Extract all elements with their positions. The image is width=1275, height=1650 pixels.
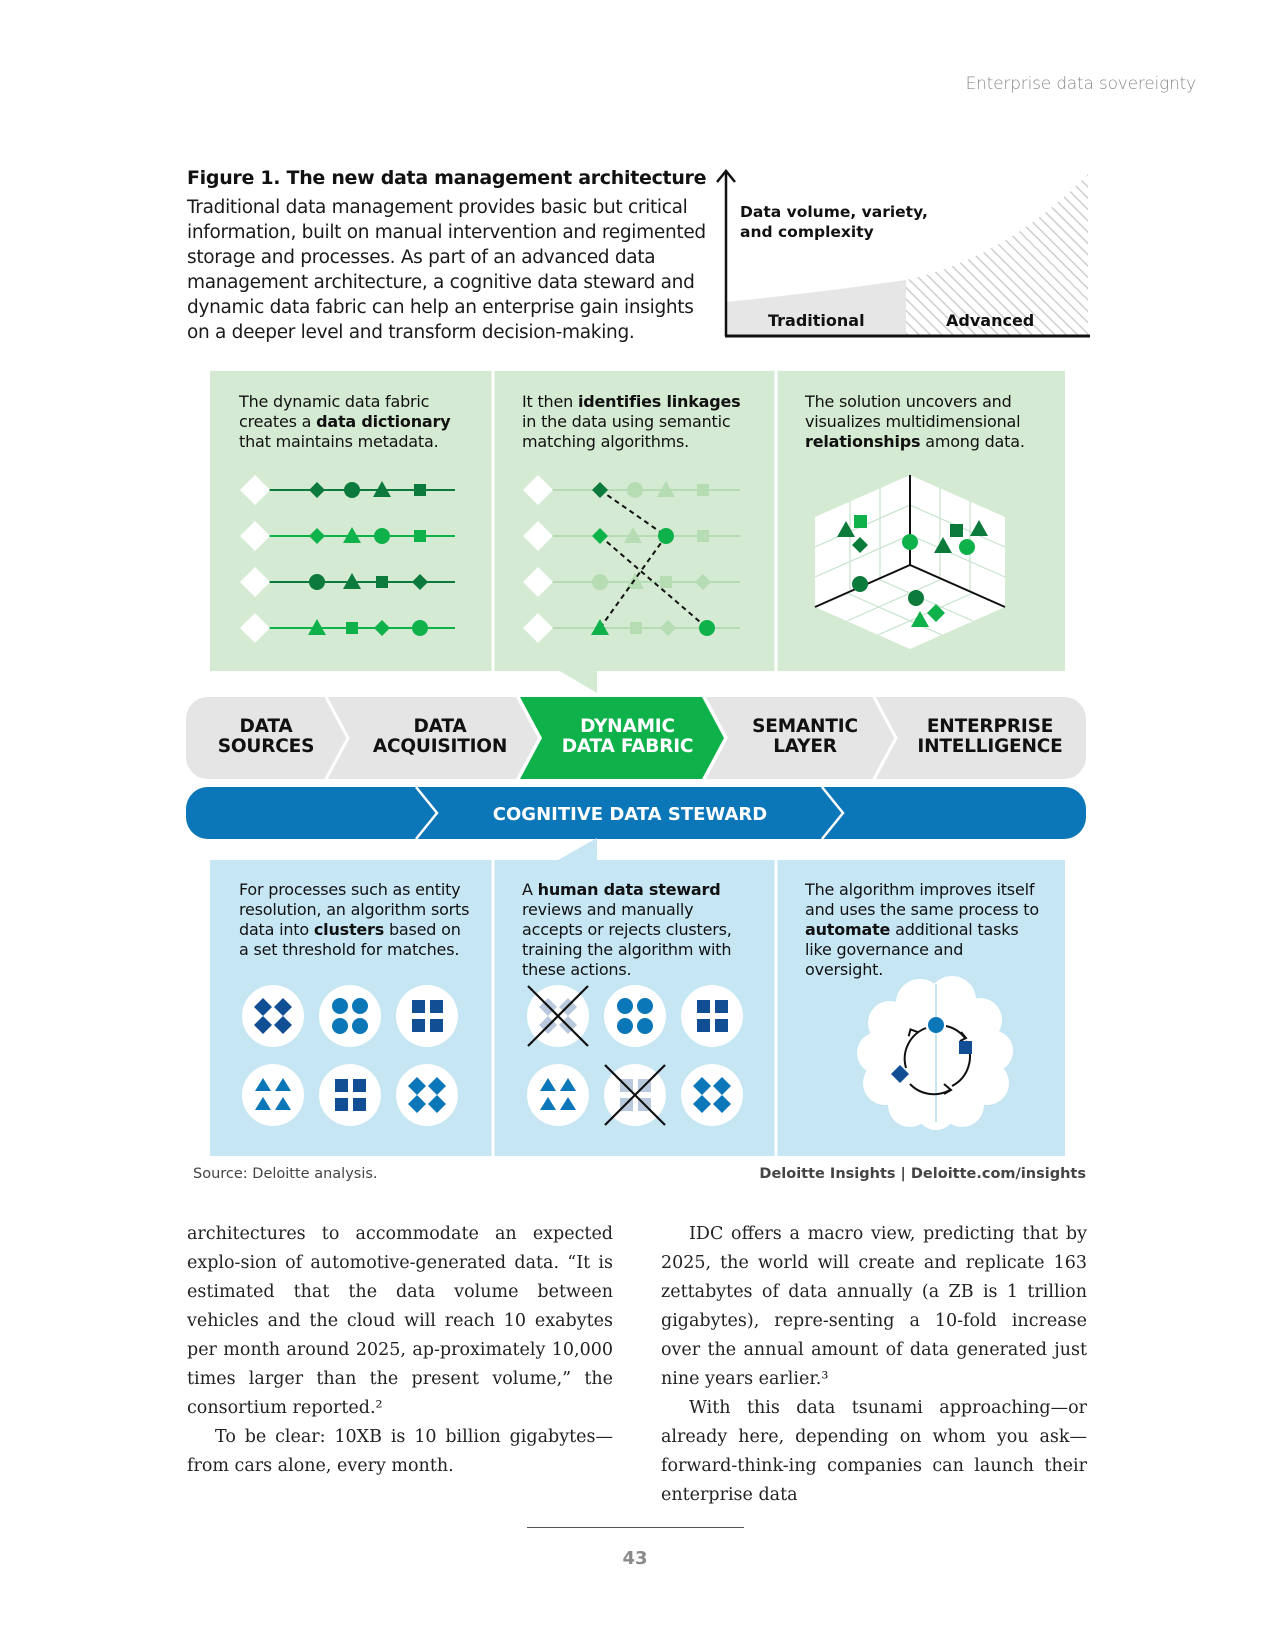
body-left-column: architectures to accommodate an expected… — [187, 1220, 613, 1481]
stage-data-acquisition: DATA ACQUISITION — [365, 717, 515, 757]
bottom-panel-1-text: For processes such as entity resolution,… — [239, 880, 470, 959]
stage-line-1: DATA — [413, 716, 467, 737]
stage-line-2: LAYER — [773, 736, 837, 757]
automation-brain-diagram — [857, 976, 1013, 1130]
ylabel-line-2: and complexity — [740, 223, 874, 241]
page-number: 43 — [622, 1548, 648, 1569]
stage-line-2: ACQUISITION — [372, 736, 508, 757]
stage-semantic-layer: SEMANTIC LAYER — [730, 717, 880, 757]
ylabel-line-1: Data volume, variety, — [740, 203, 928, 221]
figure-description: Traditional data management provides bas… — [187, 197, 706, 343]
stage-dynamic-data-fabric: DYNAMIC DATA FABRIC — [545, 717, 710, 757]
footer-rule — [527, 1527, 744, 1528]
cognitive-data-steward-label: COGNITIVE DATA STEWARD — [492, 804, 768, 825]
stage-line-1: ENTERPRISE — [926, 716, 1054, 737]
pipeline-graphic — [186, 696, 1086, 840]
body-paragraph: IDC offers a macro view, predicting that… — [661, 1224, 1087, 1389]
top-panel-1-text: The dynamic data fabric creates a data d… — [239, 392, 451, 451]
stage-line-1: SEMANTIC — [752, 716, 858, 737]
linkages-diagram — [523, 475, 740, 643]
human-steward-diagram — [527, 985, 743, 1126]
running-head: Enterprise data sovereignty — [965, 74, 1197, 94]
stage-line-1: DYNAMIC — [580, 716, 675, 737]
stage-line-2: DATA FABRIC — [561, 736, 694, 757]
data-dictionary-diagram — [240, 475, 455, 643]
body-right-column: IDC offers a macro view, predicting that… — [661, 1220, 1087, 1510]
bottom-panels-graphic — [210, 838, 1065, 1156]
body-paragraph: With this data tsunami approaching—or al… — [661, 1398, 1087, 1505]
advanced-label: Advanced — [946, 311, 1035, 330]
traditional-label: Traditional — [768, 311, 865, 330]
figure-title: Figure 1. The new data management archit… — [187, 167, 707, 189]
stage-enterprise-intelligence: ENTERPRISE INTELLIGENCE — [900, 717, 1080, 757]
figure-source: Source: Deloitte analysis. — [193, 1166, 378, 1182]
top-panels-graphic — [210, 371, 1065, 693]
bottom-panel-3-text: The algorithm improves itself and uses t… — [805, 880, 1039, 979]
top-panel-2-text: It then identifies linkages in the data … — [522, 392, 741, 451]
clusters-diagram — [242, 985, 458, 1126]
stage-line-2: SOURCES — [217, 736, 315, 757]
data-growth-illustration: Data volume, variety, and complexity Tra… — [706, 168, 1092, 344]
body-paragraph: architectures to accommodate an expected… — [187, 1224, 613, 1418]
relationships-cube-diagram — [814, 475, 1006, 649]
stage-line-1: DATA — [239, 716, 293, 737]
body-paragraph: To be clear: 10XB is 10 billion gigabyte… — [187, 1427, 613, 1476]
figure-credit: Deloitte Insights | Deloitte.com/insight… — [759, 1166, 1086, 1182]
stage-line-2: INTELLIGENCE — [917, 736, 1063, 757]
stage-data-sources: DATA SOURCES — [196, 717, 336, 757]
top-panel-3-text: The solution uncovers and visualizes mul… — [805, 392, 1025, 451]
axis-chart-ylabel: Data volume, variety, and complexity — [740, 202, 928, 242]
bottom-panel-2-text: A human data steward reviews and manuall… — [522, 880, 732, 979]
